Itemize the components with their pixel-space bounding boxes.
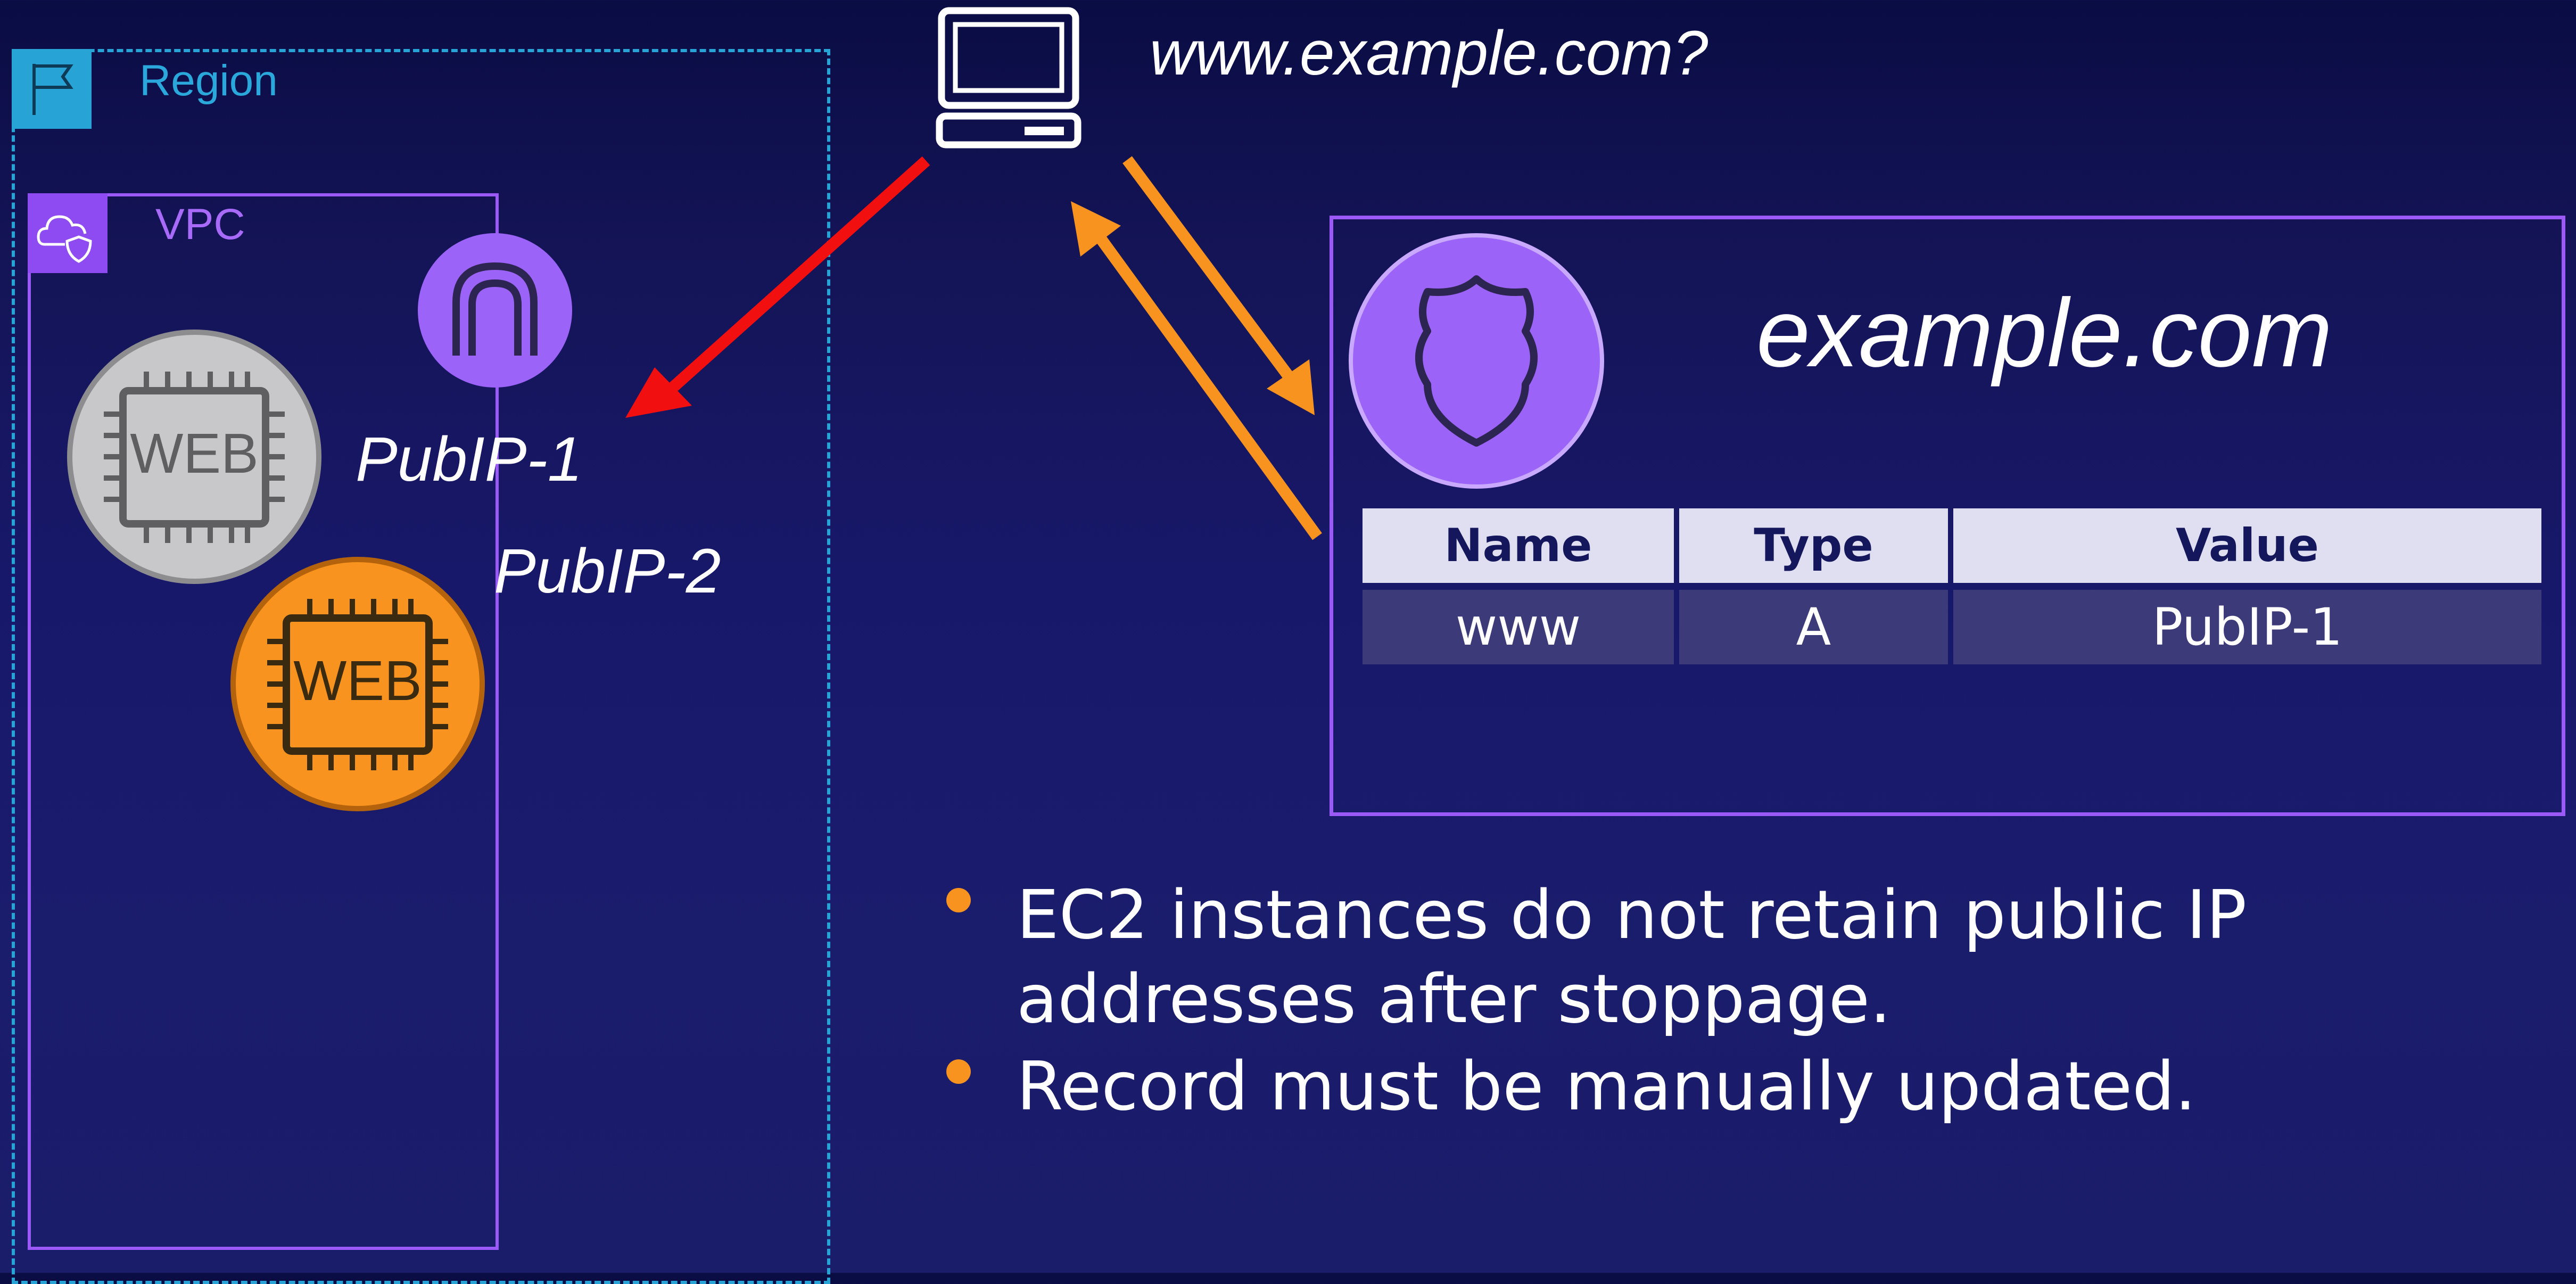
bullet-dot-icon <box>946 888 971 912</box>
computer-icon <box>936 7 1081 149</box>
bullet-dot-icon <box>946 1059 971 1084</box>
region-label: Region <box>139 56 278 105</box>
bullet-list: EC2 instances do not retain public IP ad… <box>937 873 2321 1132</box>
stopped-instance-icon: WEB <box>67 330 321 584</box>
instance-chip-text: WEB <box>130 422 258 485</box>
record-value-cell: PubIP-1 <box>1953 590 2541 664</box>
table-header-name: Name <box>1363 508 1674 583</box>
hosted-zone-domain: example.com <box>1756 278 2333 387</box>
bullet-text: EC2 instances do not retain public IP ad… <box>1017 876 2247 1038</box>
internet-gateway-icon <box>418 233 572 388</box>
public-ip-label-2: PubIP-2 <box>494 536 721 606</box>
table-header-value: Value <box>1953 508 2541 583</box>
record-type-cell: A <box>1679 590 1948 664</box>
vpc-label: VPC <box>155 200 245 249</box>
bullet-text: Record must be manually updated. <box>1017 1047 2197 1125</box>
cloud-shield-icon <box>28 193 108 273</box>
table-header-type: Type <box>1679 508 1948 583</box>
instance-chip-text: WEB <box>293 649 422 712</box>
flag-icon <box>12 49 92 129</box>
public-ip-label-1: PubIP-1 <box>356 424 583 495</box>
hosted-zone-panel <box>1330 216 2565 816</box>
dns-query-label: www.example.com? <box>1150 18 1708 88</box>
route53-shield-icon <box>1349 233 1604 489</box>
record-name-cell: www <box>1363 590 1674 664</box>
vpc-boundary <box>28 193 499 1250</box>
bullet-item: Record must be manually updated. <box>937 1044 2321 1129</box>
running-instance-icon: WEB <box>230 557 485 811</box>
bullet-item: EC2 instances do not retain public IP ad… <box>937 873 2321 1041</box>
